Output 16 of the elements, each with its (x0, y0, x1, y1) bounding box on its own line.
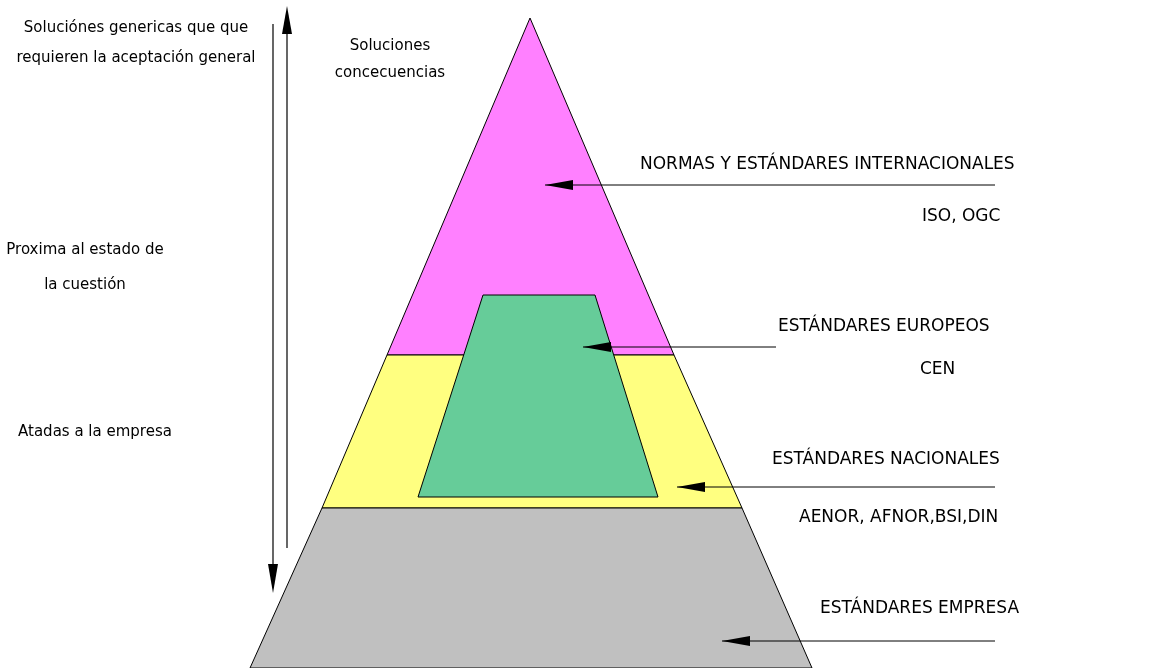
heading-text: NORMAS Y ESTÁNDARES INTERNACIONALES (640, 152, 1015, 174)
leader-line (676, 482, 996, 492)
examples-text: ISO, OGC (922, 204, 1002, 226)
leader-line (721, 636, 996, 646)
heading-text: ESTÁNDARES EUROPEOS (778, 314, 990, 336)
leader-line (582, 342, 777, 352)
side-note: Soluciónes genericas que que requieren la aceptación general (15, 17, 257, 68)
side-note: Proxima al estado de la cuestión (5, 239, 165, 295)
heading-text: ESTÁNDARES NACIONALES (772, 447, 1000, 469)
trapezoid (417, 294, 659, 498)
side-note: Soluciones concecuencias (333, 35, 447, 83)
examples-text: CEN (920, 357, 957, 379)
leader-line (544, 180, 996, 190)
side-note: Atadas a la empresa (17, 421, 173, 442)
examples-text: AENOR, AFNOR,BSI,DIN (799, 505, 1000, 527)
heading-text: ESTÁNDARES EMPRESA (820, 596, 1020, 618)
